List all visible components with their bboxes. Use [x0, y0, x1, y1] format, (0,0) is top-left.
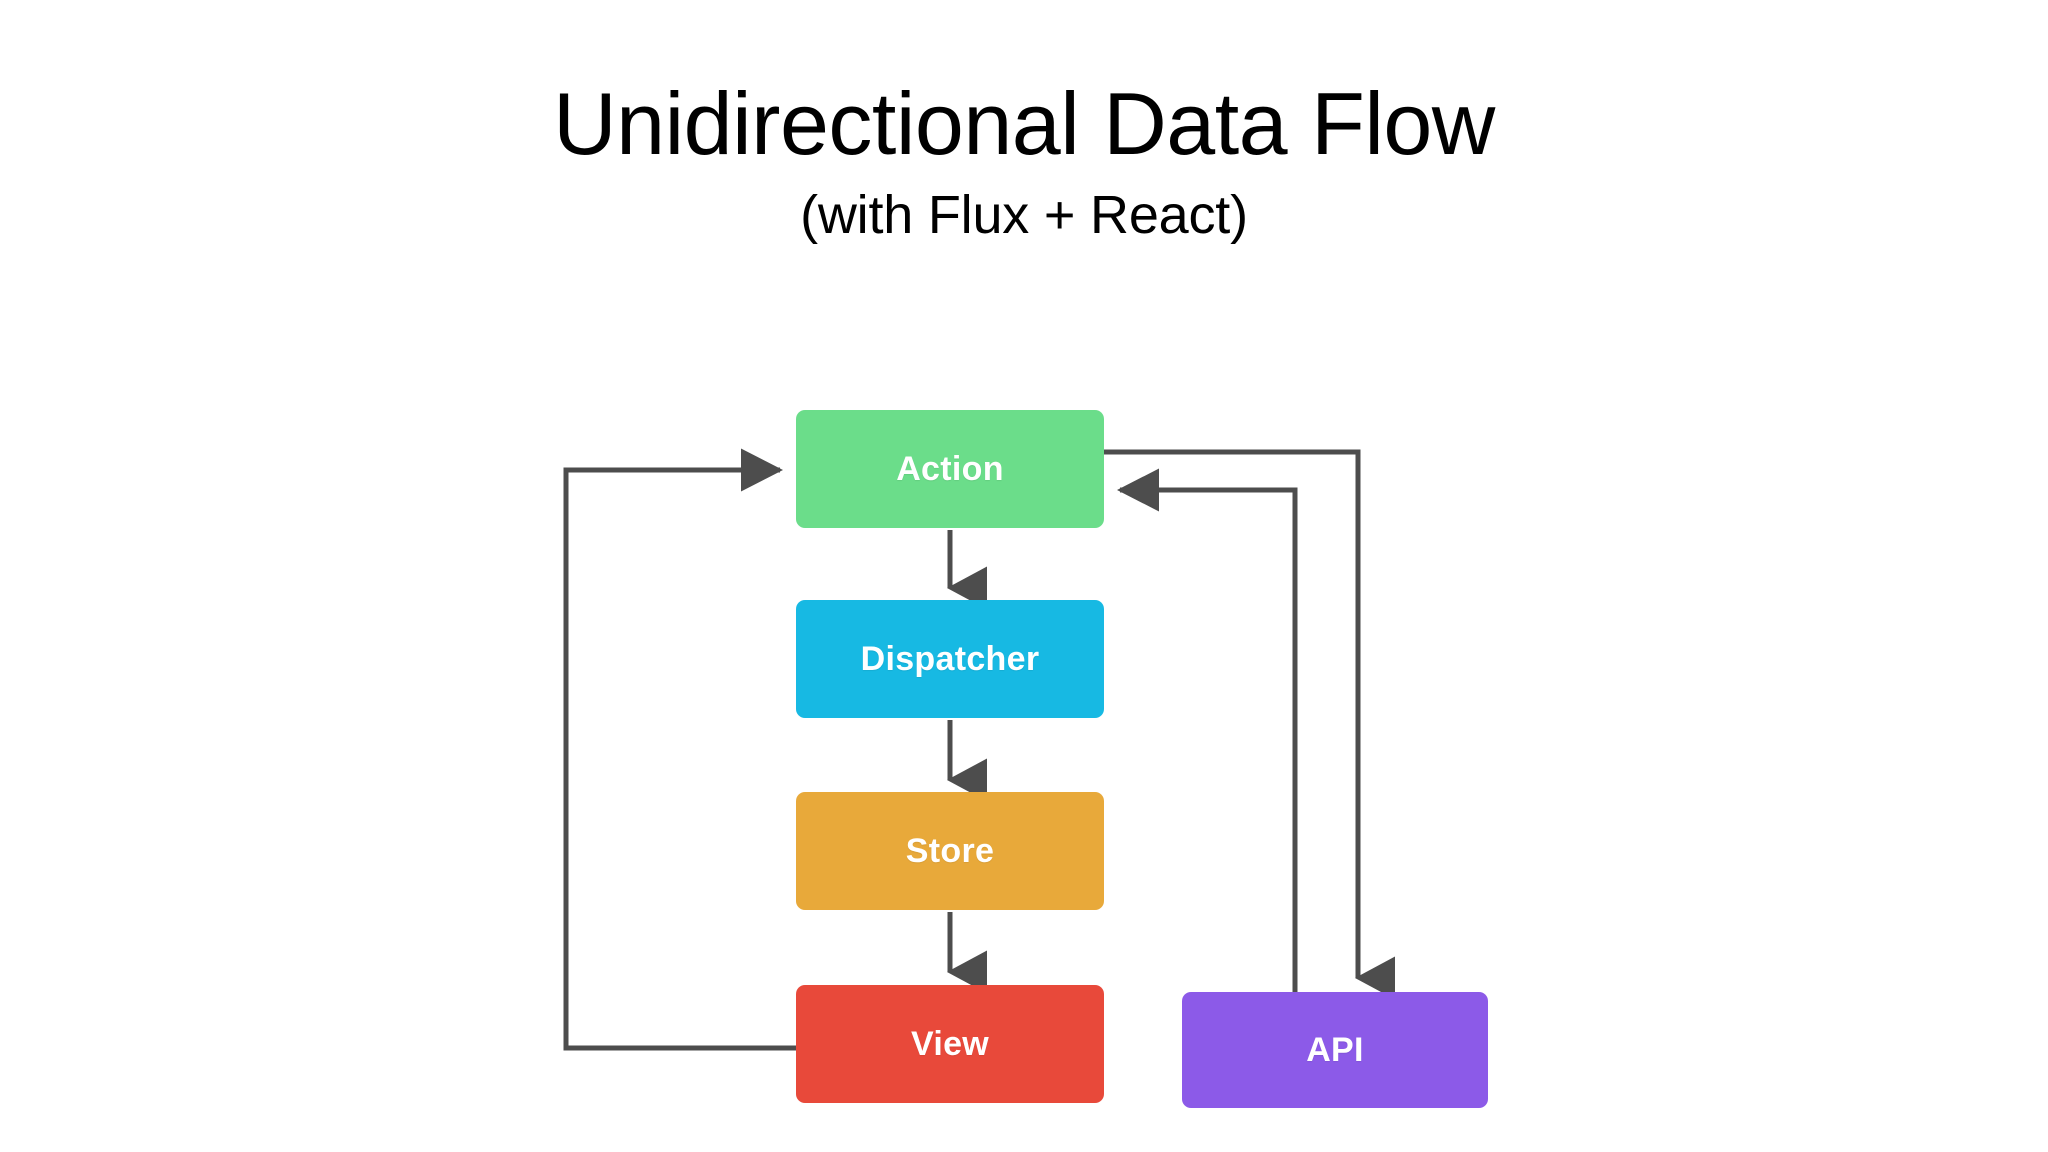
page-subtitle: (with Flux + React)	[800, 184, 1248, 245]
node-view[interactable]: View	[796, 985, 1104, 1103]
edge-api-to-action	[1117, 468, 1298, 992]
node-dispatcher[interactable]: Dispatcher	[796, 600, 1104, 718]
node-action[interactable]: Action	[796, 410, 1104, 528]
title-block: Unidirectional Data Flow (with Flux + Re…	[0, 78, 2048, 250]
page-title: Unidirectional Data Flow	[553, 74, 1495, 173]
edge-view-to-action	[563, 448, 796, 1051]
edge-action-to-api	[1104, 449, 1395, 1000]
node-store[interactable]: Store	[796, 792, 1104, 910]
node-api[interactable]: API	[1182, 992, 1488, 1108]
